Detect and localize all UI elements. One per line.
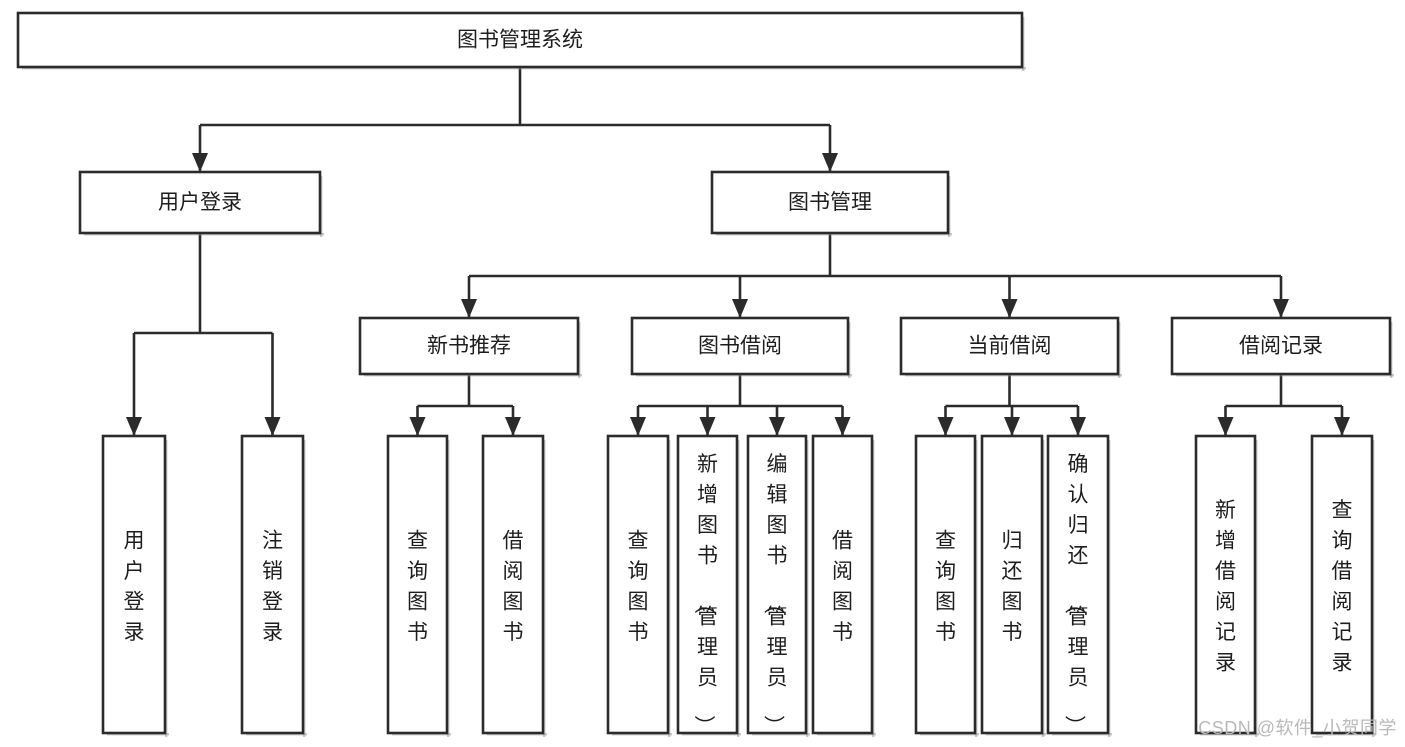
node-label: 借阅记录 [1239,335,1323,358]
watermark-label: CSDN @软件_小贺同学 [1198,718,1397,738]
node-root[interactable]: 图书管理系统 [16,11,1026,71]
node-leaf-query-book-1[interactable]: 查询图书 [386,434,451,737]
arrow-head-icon [1217,417,1234,436]
node-box[interactable] [101,434,167,735]
node-box[interactable] [710,170,950,235]
node-label: 查询图书 [628,529,649,644]
node-leaf-query-book-3[interactable]: 查询图书 [914,434,979,737]
node-label: 查询借阅记录 [1332,499,1353,675]
connector-layer [126,67,1350,436]
node-leaf-user-login[interactable]: 用户登录 [101,434,169,737]
node-user-login[interactable]: 用户登录 [78,170,324,237]
node-box[interactable] [1310,434,1374,735]
node-label: 确认归还（管理员） [1063,453,1089,736]
node-box[interactable] [606,434,670,735]
node-label: 查询图书 [407,529,428,644]
node-label: 图书管理系统 [457,29,583,52]
node-box[interactable] [899,316,1120,376]
arrow-head-icon [1004,417,1020,436]
node-box[interactable] [1170,316,1392,376]
node-current-borrow[interactable]: 当前借阅 [899,316,1122,378]
node-leaf-query-book-2[interactable]: 查询图书 [606,434,672,737]
arrow-head-icon [1070,417,1086,436]
arrow-head-icon [1273,299,1289,318]
node-label: 归还图书 [1002,529,1023,644]
arrow-head-icon [461,299,477,318]
arrow-head-icon [630,417,646,436]
arrow-head-icon [769,417,785,436]
arrow-head-icon [264,417,281,436]
node-box[interactable] [1046,434,1110,735]
node-label: 当前借阅 [968,335,1052,358]
node-leaf-add-book[interactable]: 新增图书（管理员） [676,434,741,737]
arrow-head-icon [699,417,716,436]
arrow-head-icon [409,417,426,436]
node-label: 新书推荐 [427,335,511,358]
node-leaf-return-book[interactable]: 归还图书 [980,434,1046,737]
node-box[interactable] [676,434,739,735]
arrow-head-icon [937,417,954,436]
node-label: 查询图书 [935,529,956,644]
node-label: 图书借阅 [698,335,782,358]
node-new-book-rec[interactable]: 新书推荐 [358,316,582,378]
node-label: 新增借阅记录 [1215,499,1236,675]
arrow-head-icon [1001,299,1018,318]
node-leaf-borrow-book-1[interactable]: 借阅图书 [481,434,547,737]
node-box[interactable] [630,316,850,376]
node-leaf-edit-book[interactable]: 编辑图书（管理员） [746,434,810,737]
node-book-manage[interactable]: 图书管理 [710,170,952,237]
node-leaf-confirm-return[interactable]: 确认归还（管理员） [1046,434,1112,737]
arrow-head-icon [834,417,851,436]
node-label: 借阅图书 [503,529,524,644]
arrow-head-icon [822,153,838,172]
arrow-head-icon [505,417,521,436]
node-box[interactable] [481,434,545,735]
node-leaf-add-record[interactable]: 新增借阅记录 [1194,434,1259,737]
arrow-head-icon [192,153,208,172]
node-label: 图书管理 [788,191,872,214]
node-label: 借阅图书 [832,529,853,644]
node-box[interactable] [746,434,808,735]
node-box[interactable] [811,434,874,735]
node-box[interactable] [1194,434,1257,735]
node-leaf-borrow-book-2[interactable]: 借阅图书 [811,434,876,737]
arrow-head-icon [732,299,748,318]
node-label: 编辑图书（管理员） [762,453,788,736]
node-box[interactable] [78,170,322,235]
node-box[interactable] [358,316,580,376]
node-label: 新增图书（管理员） [692,453,718,736]
node-box[interactable] [980,434,1044,735]
node-box[interactable] [16,11,1024,69]
node-layer: 图书管理系统用户登录图书管理新书推荐图书借阅当前借阅借阅记录用户登录注销登录查询… [16,11,1394,737]
node-book-borrow[interactable]: 图书借阅 [630,316,852,378]
arrow-head-icon [1334,417,1350,436]
node-leaf-user-logout[interactable]: 注销登录 [240,434,307,737]
node-label: 用户登录 [124,529,145,644]
node-borrow-record[interactable]: 借阅记录 [1170,316,1394,378]
node-leaf-query-record[interactable]: 查询借阅记录 [1310,434,1376,737]
node-box[interactable] [240,434,305,735]
arrow-head-icon [126,417,142,436]
node-box[interactable] [386,434,449,735]
node-label: 注销登录 [262,529,283,644]
node-label: 用户登录 [158,191,242,214]
node-box[interactable] [914,434,977,735]
